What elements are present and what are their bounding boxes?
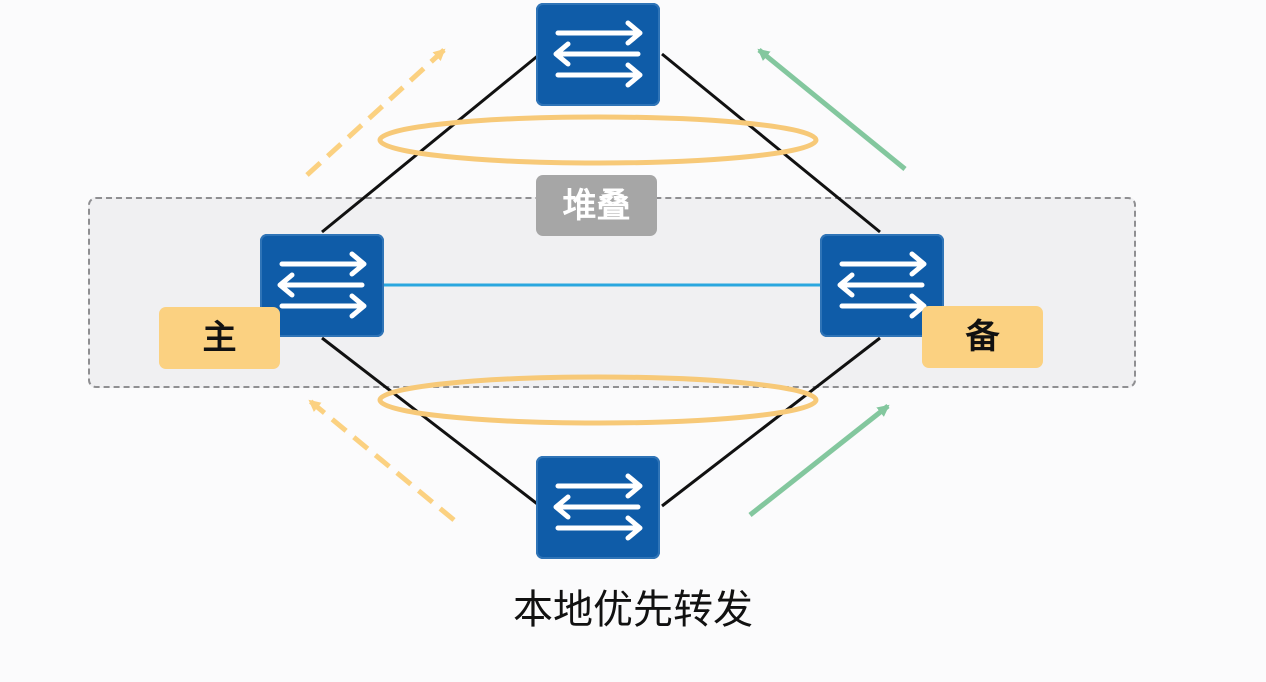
link-bottom-right xyxy=(661,336,881,508)
link-top-left xyxy=(321,52,541,234)
diagram-caption: 本地优先转发 xyxy=(513,587,753,633)
switch-left xyxy=(260,234,384,337)
switch-icon xyxy=(277,251,367,319)
backup-flow-arrow-top xyxy=(757,48,907,171)
link-top-right xyxy=(661,52,881,234)
primary-flow-arrow-bottom xyxy=(308,399,456,522)
link-bottom-left xyxy=(321,336,541,508)
switch-top xyxy=(536,3,660,106)
switch-icon xyxy=(553,20,643,88)
links xyxy=(321,52,881,508)
switch-icon xyxy=(553,473,643,541)
switch-icon xyxy=(837,251,927,319)
stack-badge: 堆叠 xyxy=(536,175,657,236)
primary-flow-arrow-top xyxy=(305,48,446,177)
switch-right xyxy=(820,234,944,337)
traffic-arrows xyxy=(305,48,907,522)
backup-flow-arrow-bottom xyxy=(748,404,890,517)
aggregation-rings xyxy=(377,114,819,426)
switch-bottom xyxy=(536,456,660,559)
aggregation-ring-top xyxy=(377,114,819,166)
aggregation-ring-bottom xyxy=(377,374,819,426)
primary-tag: 主 xyxy=(159,307,280,369)
backup-tag: 备 xyxy=(922,306,1043,368)
